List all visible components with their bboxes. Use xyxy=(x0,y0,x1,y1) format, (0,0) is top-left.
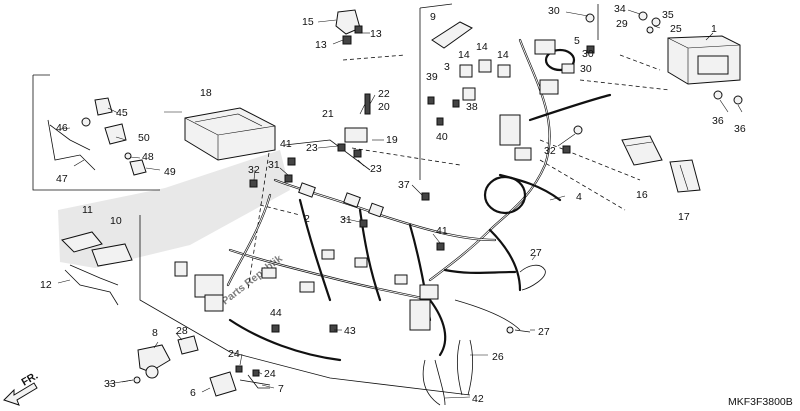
callout-20: 20 xyxy=(378,101,390,113)
holders-16-17 xyxy=(621,135,701,193)
callout-41a: 41 xyxy=(280,138,292,150)
callout-14b: 14 xyxy=(476,41,488,53)
callout-33: 33 xyxy=(104,378,116,390)
frame-lines xyxy=(32,3,671,396)
callout-43: 43 xyxy=(344,325,356,337)
callout-27a: 27 xyxy=(530,247,542,259)
callout-28: 28 xyxy=(176,325,188,337)
callout-24a: 24 xyxy=(228,348,240,360)
callout-39: 39 xyxy=(426,71,438,83)
small-parts-top-right xyxy=(561,11,743,135)
callout-31a: 31 xyxy=(268,159,280,171)
callout-29: 29 xyxy=(616,18,628,30)
callout-15: 15 xyxy=(302,16,314,28)
callout-36a: 36 xyxy=(712,115,724,127)
callout-30c: 30 xyxy=(580,63,592,75)
callout-18: 18 xyxy=(200,87,212,99)
callout-30a: 30 xyxy=(548,5,560,17)
callout-4: 4 xyxy=(576,191,582,203)
callout-37: 37 xyxy=(398,179,410,191)
callout-26: 26 xyxy=(492,351,504,363)
leader-lines xyxy=(57,9,743,399)
small-clips xyxy=(427,96,460,126)
front-direction-arrow: FR. xyxy=(3,370,41,406)
callout-6: 6 xyxy=(190,387,196,399)
callout-24b: 24 xyxy=(264,368,276,380)
diagram-part-code: MKF3F3800B xyxy=(728,396,793,408)
callout-31b: 31 xyxy=(340,214,352,226)
callout-9: 9 xyxy=(430,11,436,23)
callout-13a: 13 xyxy=(370,28,382,40)
callout-14a: 14 xyxy=(458,49,470,61)
callout-numbers: 1 2 3 4 5 6 7 8 9 10 11 12 13 13 14 14 1… xyxy=(40,3,746,405)
callout-10: 10 xyxy=(110,215,122,227)
callout-47: 47 xyxy=(56,173,68,185)
callout-49: 49 xyxy=(164,166,176,178)
bracket-group-10-12 xyxy=(61,231,133,306)
callout-2: 2 xyxy=(304,213,310,225)
callout-30b: 30 xyxy=(582,48,594,60)
callout-41b: 41 xyxy=(436,225,448,237)
relays-14 xyxy=(459,59,511,101)
callout-25: 25 xyxy=(670,23,682,35)
callout-1: 1 xyxy=(711,23,717,35)
ecu-18 xyxy=(184,107,276,161)
callout-22: 22 xyxy=(378,88,390,100)
callout-34: 34 xyxy=(614,3,626,15)
callout-42: 42 xyxy=(472,393,484,405)
callout-23a: 23 xyxy=(306,142,318,154)
callout-12: 12 xyxy=(40,279,52,291)
callout-7: 7 xyxy=(278,383,284,395)
callout-13b: 13 xyxy=(315,39,327,51)
sensor-19 xyxy=(337,93,371,158)
callout-3: 3 xyxy=(444,61,450,73)
callout-36b: 36 xyxy=(734,123,746,135)
callout-14c: 14 xyxy=(497,49,509,61)
callout-45: 45 xyxy=(116,107,128,119)
callout-11: 11 xyxy=(82,204,93,216)
callout-50: 50 xyxy=(138,132,150,144)
bolts xyxy=(249,145,571,333)
callout-8: 8 xyxy=(152,327,158,339)
callout-21: 21 xyxy=(322,108,334,120)
harness-connectors xyxy=(174,39,559,331)
shaded-area xyxy=(58,150,290,268)
connector-cover-15 xyxy=(335,9,363,45)
direction-label: FR. xyxy=(20,370,41,389)
small-parts-lower xyxy=(107,264,546,406)
callout-32a: 32 xyxy=(248,164,260,176)
callout-40: 40 xyxy=(436,131,448,143)
callout-27b: 27 xyxy=(538,326,550,338)
callout-35: 35 xyxy=(662,9,674,21)
callout-5: 5 xyxy=(574,35,580,47)
bracket-group-45-50 xyxy=(47,97,147,176)
callout-46: 46 xyxy=(56,122,68,134)
callout-19: 19 xyxy=(386,134,398,146)
callout-32b: 32 xyxy=(544,145,556,157)
callout-23b: 23 xyxy=(370,163,382,175)
fuse-box-lid-9 xyxy=(431,21,473,49)
callout-44: 44 xyxy=(270,307,282,319)
callout-17: 17 xyxy=(678,211,690,223)
control-module-1 xyxy=(667,35,741,85)
callout-38: 38 xyxy=(466,101,478,113)
callout-16: 16 xyxy=(636,189,648,201)
callout-48: 48 xyxy=(142,151,154,163)
